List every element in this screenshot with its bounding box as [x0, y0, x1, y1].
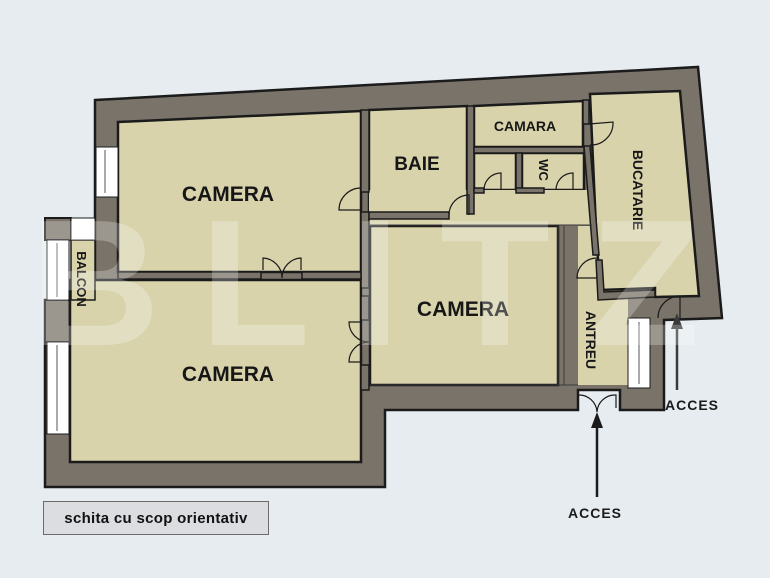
- arrow-up-icon: [591, 412, 603, 428]
- label-antreu: ANTREU: [583, 311, 599, 369]
- door-wc: [555, 172, 574, 191]
- room-labels: CAMERA CAMERA CAMERA BAIE CAMARA WC BUCA…: [74, 118, 646, 386]
- label-baie: BAIE: [394, 154, 439, 175]
- door-camara: [588, 121, 614, 146]
- window-balcony-door: [70, 217, 96, 241]
- door-double-entrance: [577, 394, 617, 413]
- acces-label-main: ACCES: [568, 505, 622, 521]
- room-wc: [520, 151, 586, 192]
- disclaimer-text: schita cu scop orientativ: [64, 509, 248, 527]
- label-camera-middle: CAMERA: [417, 298, 509, 321]
- label-wc: WC: [536, 159, 551, 181]
- window-camera-bottom: [46, 341, 70, 435]
- windows: [46, 146, 651, 435]
- room-camera-bottom: [68, 278, 363, 464]
- thin-lines: [369, 224, 592, 386]
- door-antreu-bucatarie: [576, 257, 598, 279]
- access-arrows: ACCES ACCES: [568, 313, 719, 521]
- label-camera-top: CAMERA: [182, 183, 274, 206]
- door-camera-top: [338, 187, 362, 211]
- room-antreu: [564, 226, 628, 385]
- label-camara: CAMARA: [494, 118, 556, 134]
- arrow-up-icon: [671, 313, 683, 329]
- room-balcon: [70, 239, 96, 301]
- door-double-cameras: [262, 257, 302, 279]
- label-balcon: BALCON: [74, 251, 89, 307]
- door-bucatarie-exit: [657, 295, 681, 319]
- door-baie: [448, 194, 470, 216]
- label-bucatarie: BUCATARIE: [630, 150, 646, 230]
- interior-walls: [117, 99, 656, 391]
- label-camera-bottom: CAMERA: [182, 363, 274, 386]
- acces-label-kitchen: ACCES: [665, 397, 719, 413]
- window-camera-top: [95, 146, 119, 198]
- room-closet: [472, 151, 518, 192]
- door-double-camera-middle: [348, 321, 370, 363]
- disclaimer-note: schita cu scop orientativ: [43, 501, 269, 535]
- window-balcony: [46, 239, 70, 301]
- door-closet: [483, 172, 502, 191]
